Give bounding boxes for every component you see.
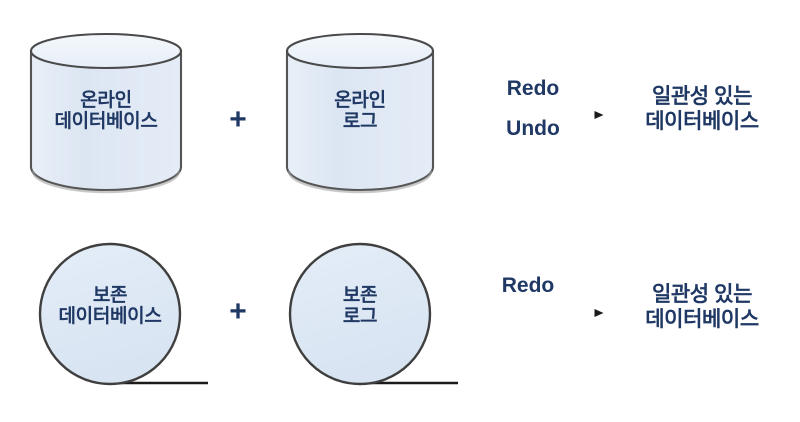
reel-archive-log <box>288 242 458 386</box>
result-label-online: 일관성 있는 데이터베이스 <box>645 85 759 134</box>
cylinder-online-log <box>285 32 435 194</box>
arrow-label-undo-top: Undo <box>506 117 560 140</box>
arrow-label-redo-top: Redo <box>506 77 560 100</box>
plus-operator-row-online: + <box>229 103 247 136</box>
reel-archive-database <box>38 242 208 386</box>
arrow-label-redo-bottom: Redo <box>501 274 555 297</box>
plus-operator-row-archive: + <box>229 295 247 328</box>
result-label-archive: 일관성 있는 데이터베이스 <box>645 283 759 332</box>
cylinder-online-database <box>29 32 183 194</box>
